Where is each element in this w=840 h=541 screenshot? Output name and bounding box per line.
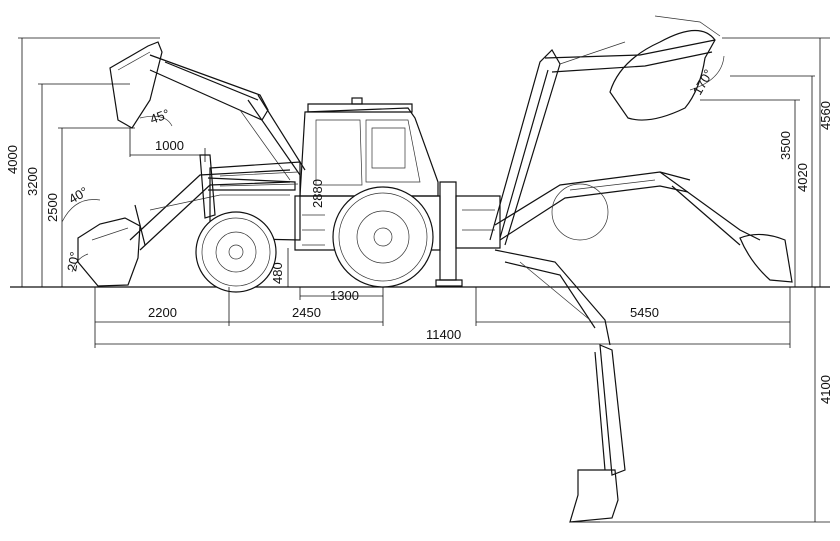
dim-4000: 4000 (5, 145, 20, 174)
left-height-dimensions (18, 37, 206, 287)
rear-wheel (332, 186, 434, 288)
dim-11400: 11400 (426, 327, 461, 342)
backhoe-position-reach (494, 171, 793, 283)
dim-2500: 2500 (45, 193, 60, 222)
angle-40: 40° (66, 184, 91, 207)
dim-3500: 3500 (778, 131, 793, 160)
dim-1300: 1300 (330, 288, 359, 303)
dim-2200: 2200 (148, 305, 177, 320)
dim-2880: 2880 (310, 179, 325, 208)
angle-170: 170° (690, 67, 716, 98)
dim-2450: 2450 (292, 305, 321, 320)
angle-45: 45° (148, 106, 172, 127)
dim-4020: 4020 (795, 163, 810, 192)
right-height-dimensions (570, 37, 830, 523)
front-loader-raised (109, 41, 306, 181)
backhoe-position-dig (494, 249, 626, 523)
angle-20: 20° (64, 251, 82, 273)
dim-1000: 1000 (155, 138, 184, 153)
dim-480: 480 (270, 262, 285, 284)
horizontal-dimensions (94, 287, 791, 348)
dim-5450: 5450 (630, 305, 659, 320)
front-wheel (195, 211, 277, 293)
dim-3200: 3200 (25, 167, 40, 196)
dim-4560: 4560 (818, 101, 833, 130)
backhoe-position-raised (489, 15, 725, 246)
dim-4100: 4100 (818, 375, 833, 404)
